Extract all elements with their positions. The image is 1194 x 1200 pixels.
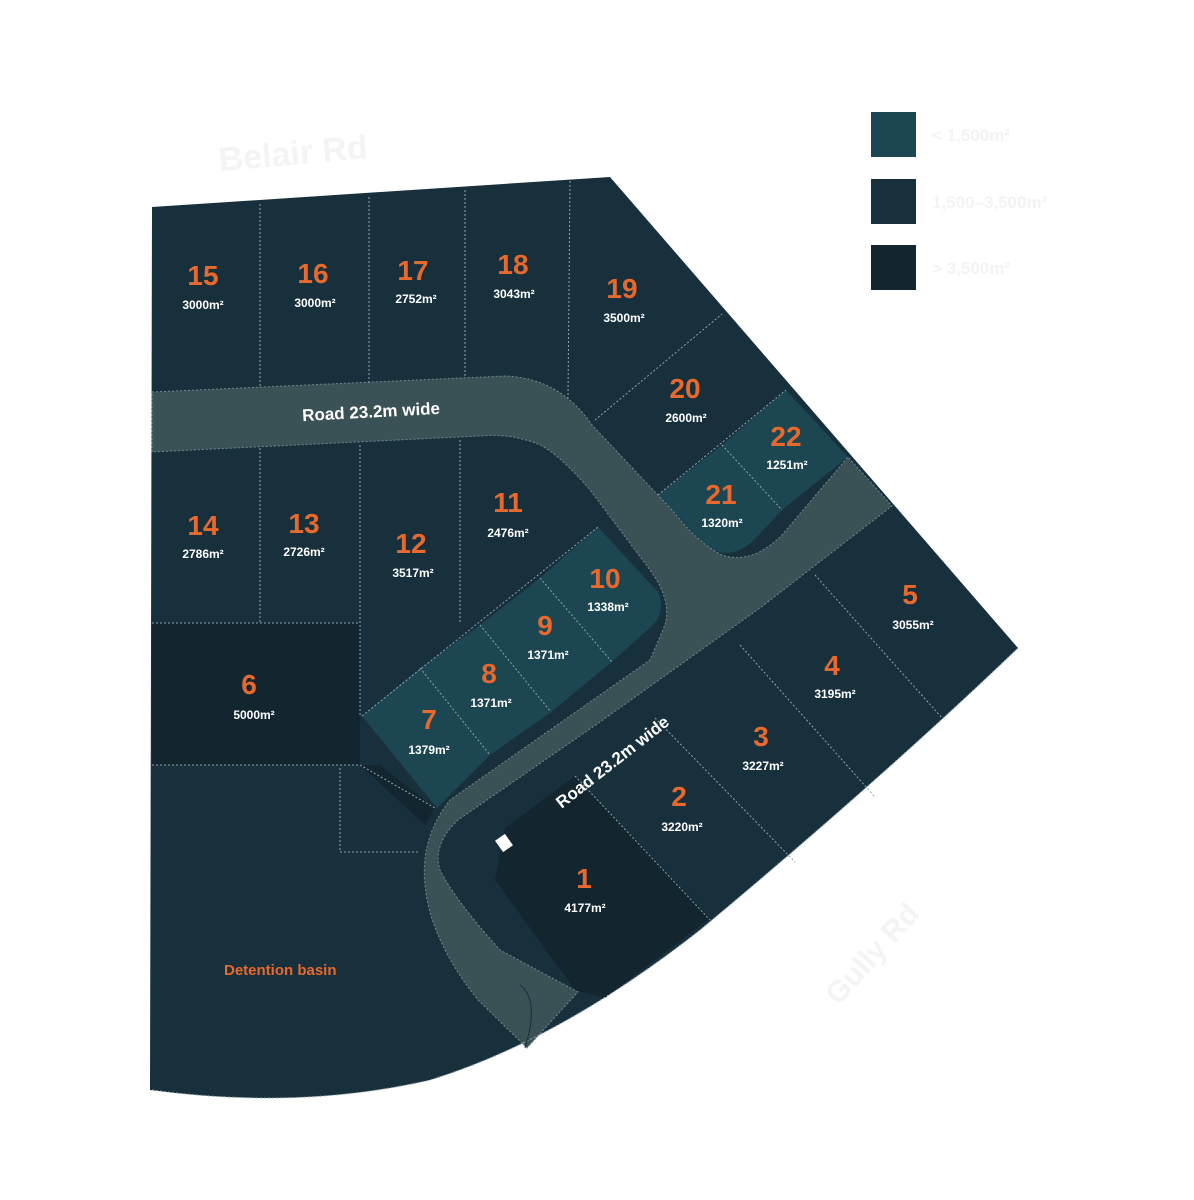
street-name-right: Gully Rd [819, 897, 926, 1011]
lot-21-number: 21 [705, 479, 736, 510]
lot-21-area: 1320m² [701, 516, 742, 530]
lot-11-area: 2476m² [487, 526, 528, 540]
lot-1-parcel[interactable] [495, 776, 710, 998]
lot-21-parcel[interactable] [658, 445, 782, 553]
lot-7-number: 7 [421, 704, 437, 735]
road-top-segment [151, 375, 893, 1049]
lot-16-number: 16 [297, 258, 328, 289]
lot-14-number: 14 [187, 510, 219, 541]
detention-basin-edge [519, 984, 532, 1049]
detention-basin-label: Detention basin [224, 962, 337, 979]
lot-3-area: 3227m² [742, 759, 783, 773]
legend-swatch-large [871, 245, 916, 290]
access-wedge [360, 765, 435, 825]
lot-22-area: 1251m² [766, 458, 807, 472]
lot-6-number: 6 [241, 669, 257, 700]
lot-19-number: 19 [606, 273, 637, 304]
lot-15-area: 3000m² [182, 298, 223, 312]
lot-10-parcel[interactable] [540, 527, 662, 662]
lot-20-area: 2600m² [665, 411, 706, 425]
lot-17-area: 2752m² [395, 292, 436, 306]
lot-4-number: 4 [824, 650, 840, 681]
lot-7-parcel[interactable] [362, 668, 490, 808]
lot-dividers [151, 180, 1019, 1099]
lot-labels: 15 3000m² 16 3000m² 17 2752m² 18 3043m² … [182, 249, 933, 915]
legend-swatch-medium [871, 179, 916, 224]
lot-6-parcel[interactable] [152, 623, 360, 765]
lot-22-parcel[interactable] [722, 390, 848, 510]
lot-3-number: 3 [753, 721, 769, 752]
legend-label-small: < 1,500m² [932, 126, 1010, 145]
lot-1-number: 1 [576, 863, 592, 894]
lot-8-parcel[interactable] [420, 625, 551, 755]
legend-swatch-small [871, 112, 916, 157]
lot-16-area: 3000m² [294, 296, 335, 310]
lot-8-area: 1371m² [470, 696, 511, 710]
street-name-top: Belair Rd [217, 128, 369, 179]
lot-18-number: 18 [497, 249, 528, 280]
lot-18-area: 3043m² [493, 287, 534, 301]
site-marker [495, 833, 513, 853]
lot-9-number: 9 [537, 610, 553, 641]
lot-20-number: 20 [669, 373, 700, 404]
lot-14-area: 2786m² [182, 547, 223, 561]
lot-17-number: 17 [397, 255, 428, 286]
lot-6-area: 5000m² [233, 708, 274, 722]
lot-5-number: 5 [902, 579, 918, 610]
legend: < 1,500m² 1,500–3,500m² > 3,500m² [871, 112, 1048, 290]
lot-11-number: 11 [493, 487, 523, 518]
lot-19-area: 3500m² [603, 311, 644, 325]
lot-7-area: 1379m² [408, 743, 449, 757]
lot-22-number: 22 [770, 421, 801, 452]
lot-2-area: 3220m² [661, 820, 702, 834]
lot-12-area: 3517m² [392, 566, 433, 580]
lot-10-number: 10 [589, 563, 620, 594]
lot-2-number: 2 [671, 781, 687, 812]
lot-15-number: 15 [187, 260, 218, 291]
lot-10-area: 1338m² [587, 600, 628, 614]
lot-13-area: 2726m² [283, 545, 324, 559]
lot-9-parcel[interactable] [480, 578, 612, 712]
lot-8-number: 8 [481, 658, 497, 689]
lot-4-area: 3195m² [814, 687, 855, 701]
legend-label-large: > 3,500m² [932, 259, 1010, 278]
lot-12-number: 12 [395, 528, 426, 559]
legend-label-medium: 1,500–3,500m² [932, 193, 1048, 212]
lot-9-area: 1371m² [527, 648, 568, 662]
lot-1-area: 4177m² [564, 901, 605, 915]
lot-13-number: 13 [288, 508, 319, 539]
lot-5-area: 3055m² [892, 618, 933, 632]
